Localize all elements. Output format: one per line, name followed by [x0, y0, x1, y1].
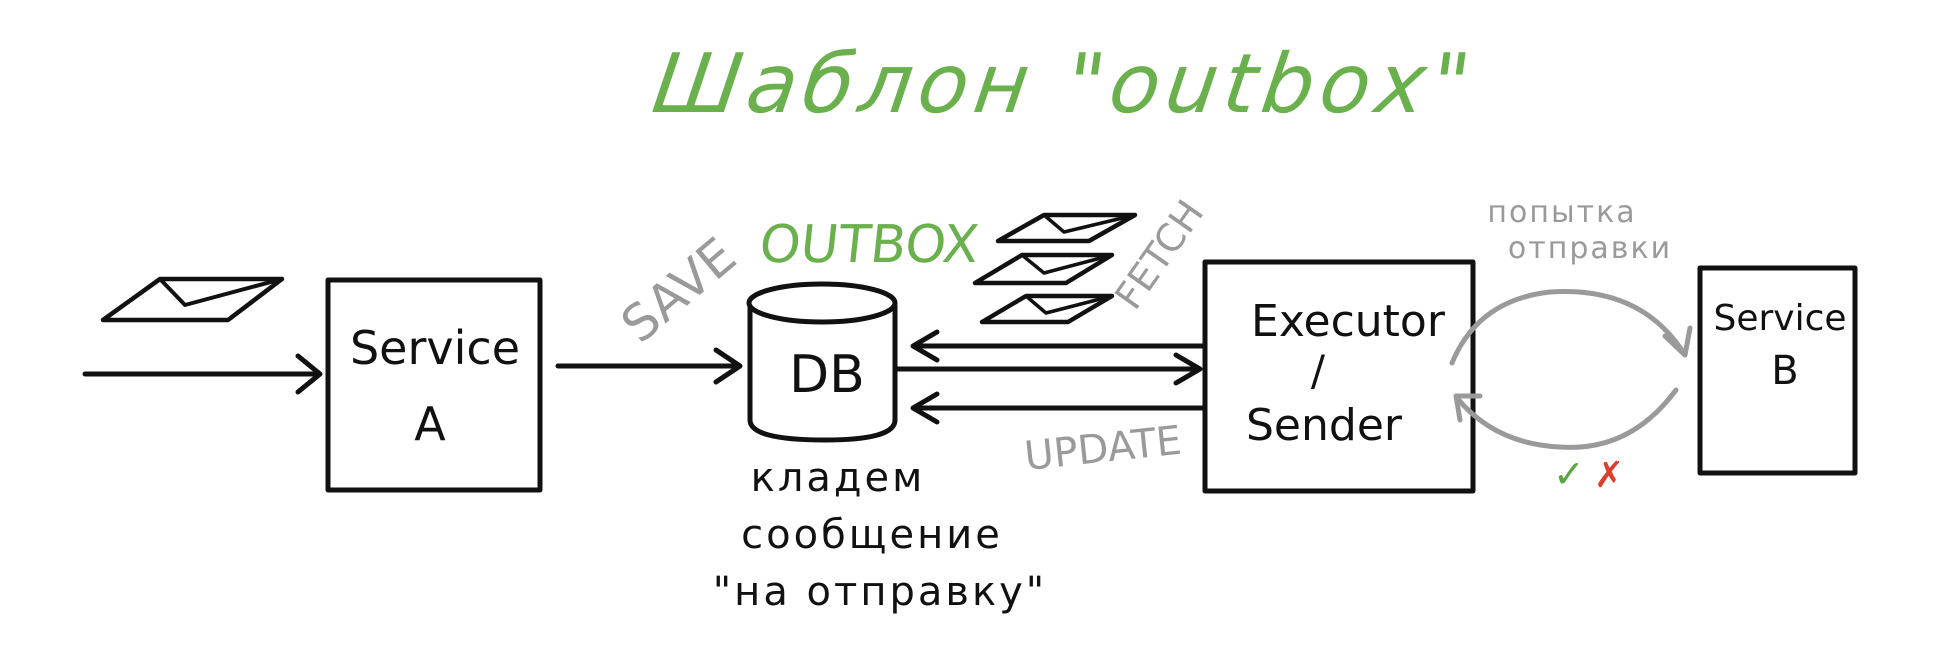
- attempt-label-line-1: попытка: [1487, 195, 1636, 230]
- failure-cross-icon: ✗: [1594, 455, 1624, 496]
- incoming-arrow: [82, 353, 323, 395]
- db-cylinder: [746, 281, 898, 443]
- service-a-letter: A: [414, 397, 446, 451]
- fetch-response-arrow: [895, 352, 1203, 386]
- attempt-label-line-2: отправки: [1508, 231, 1672, 266]
- db-caption-line-1: кладем: [751, 455, 926, 501]
- save-label: SAVE: [610, 227, 746, 355]
- update-arrow: [910, 391, 1206, 425]
- executor-label: Executor: [1251, 296, 1446, 347]
- send-attempt-arrow: [1449, 289, 1693, 366]
- fetch-request-arrow: [910, 329, 1206, 363]
- outbox-label: OUTBOX: [757, 215, 982, 275]
- service-b-label: Service: [1713, 298, 1846, 339]
- service-a-label: Service: [350, 321, 520, 375]
- fetched-messages-icon: [972, 212, 1138, 325]
- incoming-envelope-icon: [100, 276, 285, 323]
- service-b-box: [1697, 265, 1858, 476]
- send-result-arrow: [1453, 387, 1679, 450]
- fetch-label: FETCH: [1106, 192, 1212, 317]
- update-label: UPDATE: [1022, 418, 1183, 480]
- service-a-box: [325, 277, 543, 493]
- success-check-icon: ✓: [1553, 452, 1585, 496]
- db-caption-line-2: сообщение: [741, 512, 1003, 558]
- db-caption-line-3: "на отправку": [713, 569, 1047, 615]
- diagram-title: Шаблон "outbox": [647, 37, 1481, 132]
- sender-label: Sender: [1246, 400, 1403, 451]
- executor-sender-box: [1202, 259, 1476, 494]
- executor-separator: /: [1311, 346, 1326, 395]
- service-a-to-db-arrow: [555, 347, 743, 385]
- service-b-letter: B: [1771, 348, 1798, 394]
- db-label: DB: [789, 345, 865, 405]
